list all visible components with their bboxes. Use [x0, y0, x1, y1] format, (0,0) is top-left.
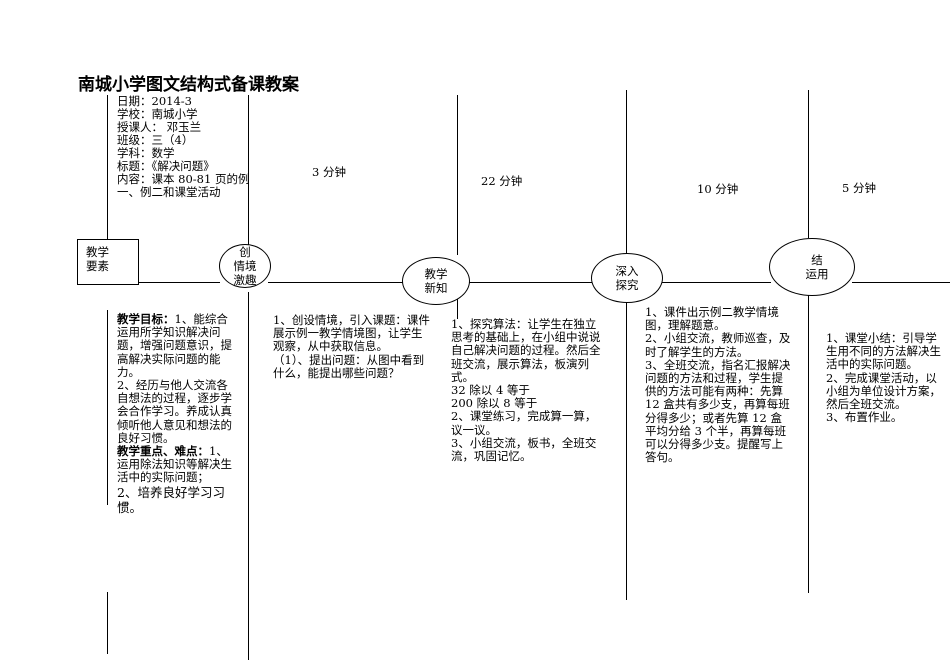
- flow-line-a: [138, 282, 220, 283]
- stage-oval-situation: 创 情境 激趣: [219, 244, 271, 288]
- meta-subject: 学科：数学: [117, 146, 175, 160]
- stage-4-step-2: 2、完成课堂活动，以小组为单位设计方案，然后全班交流。: [826, 370, 941, 412]
- stage-1-label-2: 情境: [233, 259, 257, 273]
- elements-box: 教学 要素: [77, 239, 139, 285]
- stage-1-step-2: （1）、提出问题：从图中看到什么，能提出哪些问题？: [273, 352, 425, 380]
- stage-2-label-2: 新知: [424, 281, 448, 295]
- stage-3-label-2: 探究: [615, 278, 639, 292]
- stage-4-step-1: 1、课堂小结：引导学生用不同的方法解决生活中的实际问题。: [826, 331, 941, 372]
- stage-1-minutes: 3 分钟: [312, 165, 346, 179]
- meta-content: 内容：课本 80-81 页的例一、例二和课堂活动: [117, 172, 250, 199]
- stage-3-label-1: 深入: [615, 264, 639, 278]
- stage-1-label-3: 激趣: [233, 273, 257, 287]
- stage-1-label-1: 创: [239, 245, 251, 259]
- divider-col4: [808, 90, 809, 238]
- key-points-label: 教学重点、难点：: [117, 444, 209, 459]
- meta-teacher: 授课人： 邓玉兰: [117, 120, 202, 134]
- divider-col2-lower: [457, 299, 458, 319]
- teaching-objectives: 教学目标：1、能综合运用所学知识解决问题，增强问题意识，提高解决实际问题的能力。…: [117, 312, 239, 515]
- key-point-1: 1、运用除法知识等解决生活中的实际问题；: [117, 444, 232, 485]
- stage-4-step-3: 3、布置作业。: [826, 410, 903, 425]
- elements-label-1: 教学: [86, 245, 109, 259]
- stage-oval-summary: 结 运用: [769, 238, 855, 296]
- stage-3-step-2: 2、小组交流，教师巡查，及时了解学生的方法。: [645, 331, 791, 359]
- stage-2-minutes: 22 分钟: [481, 174, 523, 188]
- flow-line-d: [661, 282, 771, 283]
- divider-col3-lower: [626, 296, 627, 600]
- stage-oval-explore: 深入 探究: [591, 253, 663, 303]
- stage-3-content: 1、课件出示例二教学情境图，理解题意。 2、小组交流，教师巡查，及时了解学生的方…: [645, 305, 793, 465]
- goal-label: 教学目标：: [117, 312, 175, 326]
- divider-left: [107, 95, 108, 281]
- divider-col3: [626, 90, 627, 253]
- divider-col2: [457, 95, 458, 255]
- goal-1: 1、能综合运用所学知识解决问题，增强问题意识，提高解决实际问题的能力。: [117, 312, 232, 379]
- goal-2: 2、经历与他人交流各自想法的过程，逐步学会合作学习。养成认真倾听他人意见和想法的…: [117, 378, 232, 445]
- stage-4-label-1: 结: [811, 253, 823, 267]
- stage-3-step-3: 3、全班交流，指名汇报解决问题的方法和过程，学生提供的方法可能有两种：先算 12…: [645, 357, 791, 465]
- page-title: 南城小学图文结构式备课教案: [78, 75, 299, 95]
- meta-grade: 班级：三（4）: [117, 133, 194, 147]
- meta-date: 日期：2014-3: [117, 94, 192, 108]
- lesson-meta: 日期：2014-3 学校：南城小学 授课人： 邓玉兰 班级：三（4） 学科：数学…: [117, 95, 252, 199]
- stage-4-label-2: 运用: [805, 267, 829, 281]
- elements-label-2: 要素: [86, 259, 109, 273]
- meta-topic: 标题：《解决问题》: [117, 159, 215, 173]
- stage-1-content: 1、创设情境，引入课题：课件展示例一教学情境图，让学生观察，从中获取信息。 （1…: [273, 313, 433, 380]
- divider-col1: [248, 95, 249, 255]
- stage-2-equation-2: 200 除以 8 等于: [451, 396, 538, 411]
- flow-line-b: [268, 282, 404, 283]
- divider-left-bottom: [107, 592, 108, 654]
- meta-school: 学校：南城小学: [117, 107, 198, 121]
- stage-2-content: 1、探究算法：让学生在独立思考的基础上，在小组中说说自己解决问题的过程。然后全班…: [451, 317, 606, 464]
- stage-2-step-2: 2、课堂练习，完成算一算，议一议。: [451, 409, 597, 437]
- key-point-2: 2、培养良好学习习惯。: [117, 484, 225, 515]
- divider-col1-lower: [248, 292, 249, 660]
- stage-2-step-1: 1、探究算法：让学生在独立思考的基础上，在小组中说说自己解决问题的过程。然后全班…: [451, 317, 601, 384]
- stage-4-content: 1、课堂小结：引导学生用不同的方法解决生活中的实际问题。 2、完成课堂活动，以小…: [826, 331, 946, 425]
- stage-4-minutes: 5 分钟: [842, 181, 876, 195]
- stage-oval-new-knowledge: 教学 新知: [402, 257, 470, 305]
- stage-3-step-1: 1、课件出示例二教学情境图，理解题意。: [645, 305, 779, 333]
- stage-1-step-1: 1、创设情境，引入课题：课件展示例一教学情境图，让学生观察，从中获取信息。: [273, 313, 430, 354]
- stage-2-label-1: 教学: [424, 267, 448, 281]
- divider-col4-lower: [808, 293, 809, 593]
- flow-line-c: [466, 282, 592, 283]
- stage-2-step-3: 3、小组交流，板书，全班交流，巩固记忆。: [451, 435, 597, 464]
- flow-line-e: [852, 282, 950, 283]
- stage-3-minutes: 10 分钟: [697, 182, 739, 196]
- stage-2-equation-1: 32 除以 4 等于: [451, 383, 530, 398]
- divider-left-lower: [107, 310, 108, 505]
